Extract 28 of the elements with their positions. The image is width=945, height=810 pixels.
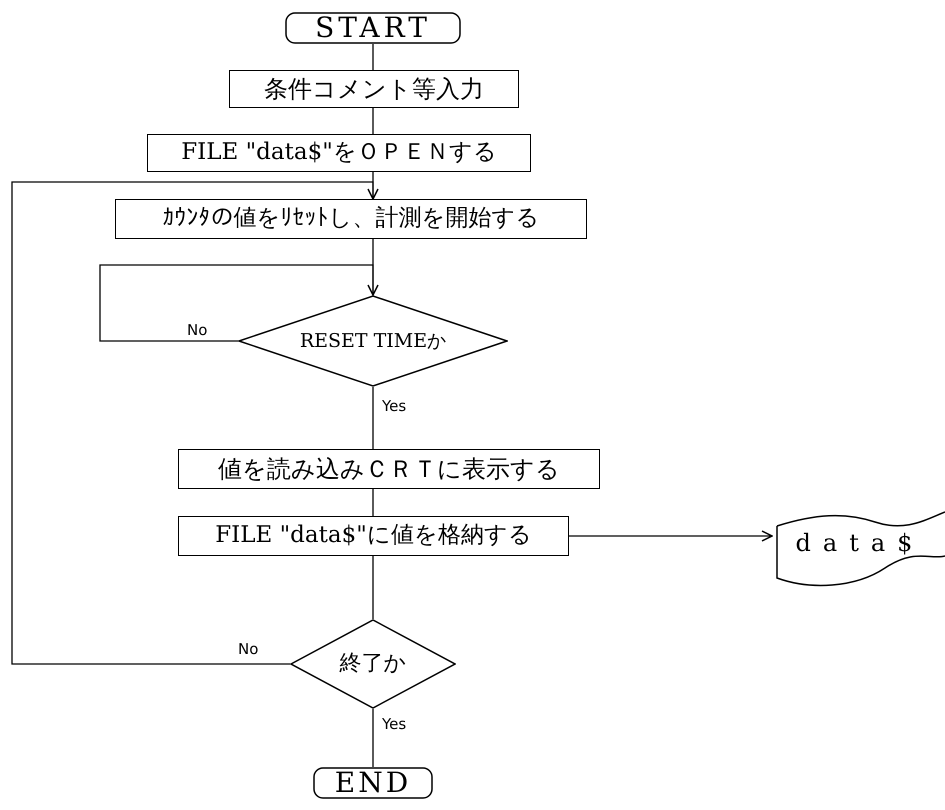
decision-diamond xyxy=(290,619,456,709)
connector-line xyxy=(372,108,374,134)
terminal-shape xyxy=(285,12,461,44)
process-box xyxy=(229,70,519,108)
connector-line xyxy=(372,556,374,619)
step-text: 値を読み込みＣＲＴに表示する xyxy=(218,456,560,482)
file-name: data$ xyxy=(796,530,924,556)
step-text: 終了か xyxy=(340,652,406,676)
connector-line xyxy=(372,387,374,449)
connector-line xyxy=(99,264,379,342)
process-box xyxy=(147,134,531,172)
step-text: START xyxy=(315,12,431,44)
decision-diamond xyxy=(238,295,508,387)
step-text: END xyxy=(334,768,412,798)
step-text: ｶｳﾝﾀの値をﾘｾｯﾄし、計測を開始する xyxy=(162,206,540,232)
connector-line xyxy=(11,181,379,665)
process-box xyxy=(178,449,600,489)
step-text: RESET TIMEか xyxy=(300,330,446,352)
step-text: 条件コメント等入力 xyxy=(264,76,484,102)
connector-line xyxy=(372,709,374,767)
connector-line xyxy=(372,489,374,516)
terminal-shape xyxy=(313,767,433,799)
process-box xyxy=(178,516,569,556)
step-text: FILE "data$"をＯＰＥＮする xyxy=(181,140,497,166)
connector-line xyxy=(569,530,773,542)
process-box xyxy=(115,199,587,239)
step-text: FILE "data$"に値を格納する xyxy=(215,523,532,549)
connector-line xyxy=(372,44,374,70)
